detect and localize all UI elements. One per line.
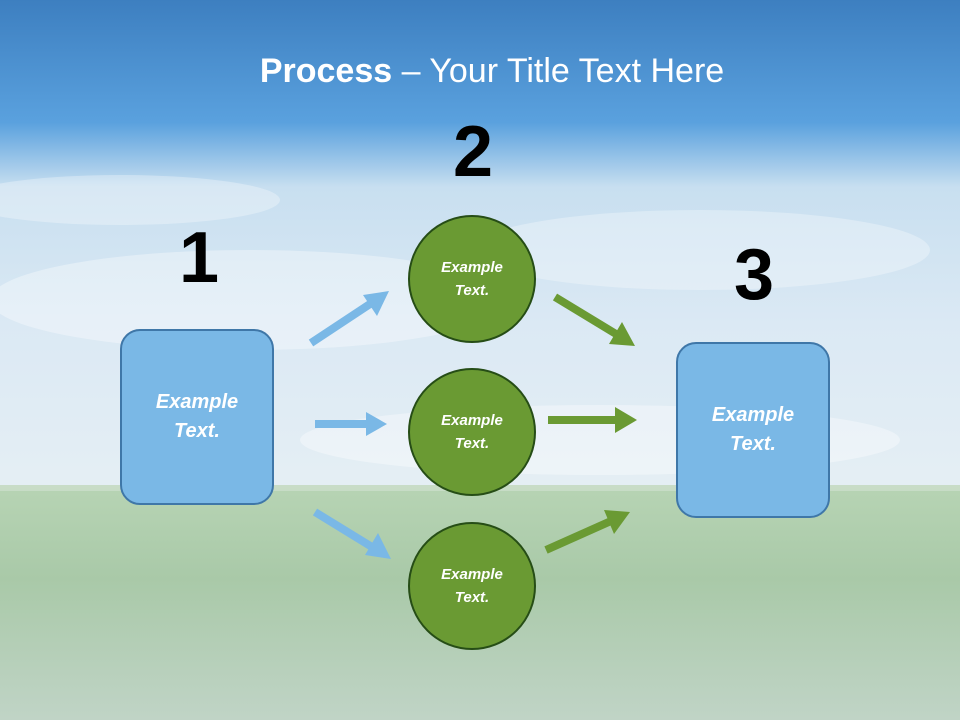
green-arrow-up <box>544 510 630 554</box>
circle-bottom-text: Example Text. <box>441 566 503 606</box>
blue-arrow-up <box>308 291 389 347</box>
green-arrow-down <box>552 293 635 346</box>
circle-middle-text: Example Text. <box>441 412 503 452</box>
green-arrow-right <box>548 407 637 433</box>
circle-middle: Example Text. <box>408 368 536 496</box>
title-bold-text: Process <box>259 52 393 90</box>
start-box: Example Text. <box>120 329 274 505</box>
blue-arrow-right <box>315 412 387 436</box>
step-number-3: 3 <box>733 235 775 315</box>
end-box: Example Text. <box>676 342 830 518</box>
slide-title: Process – Your Title Text Here <box>0 52 960 91</box>
circle-bottom: Example Text. <box>408 522 536 650</box>
step-number-1: 1 <box>178 218 220 298</box>
circle-top: Example Text. <box>408 215 536 343</box>
blue-arrow-down <box>312 508 391 559</box>
step-number-2: 2 <box>452 112 494 192</box>
title-rest-text: – Your Title Text Here <box>392 52 725 90</box>
end-box-text: Example Text. <box>711 404 795 455</box>
start-box-text: Example Text. <box>155 391 239 442</box>
circle-top-text: Example Text. <box>441 259 503 299</box>
